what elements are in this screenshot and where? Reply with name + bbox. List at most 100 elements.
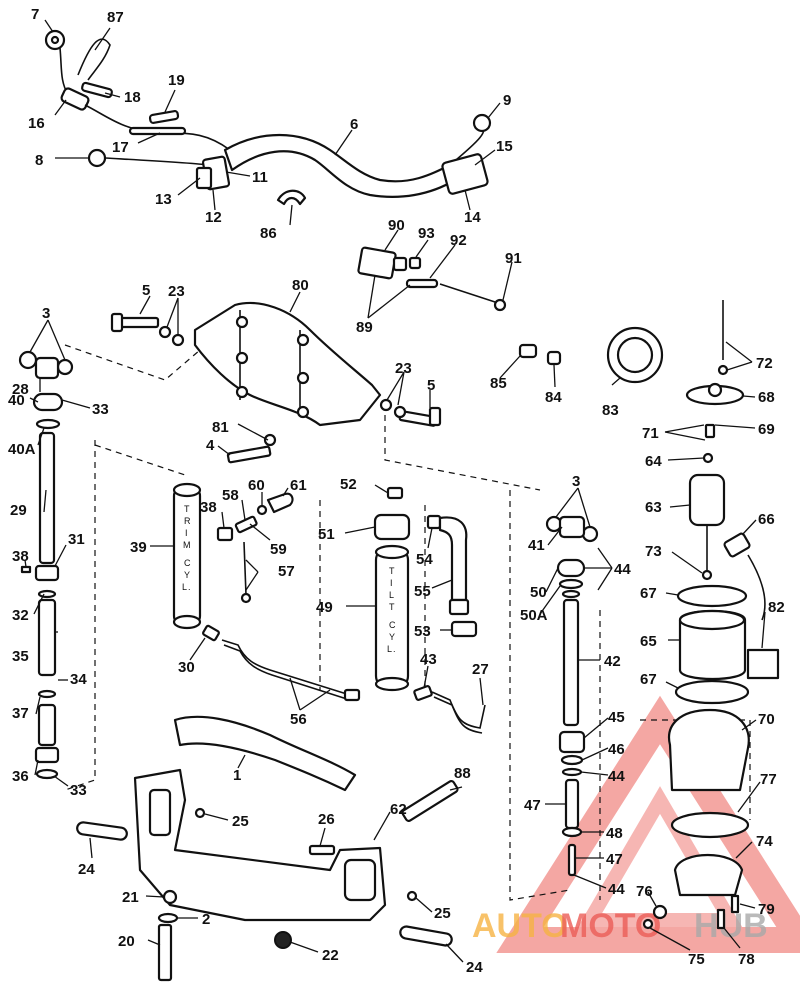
pin-93: [408, 256, 422, 270]
wire-57: [243, 541, 247, 596]
armature-63: [688, 473, 726, 527]
callout-37: 37: [12, 705, 29, 722]
seal-50: [556, 558, 586, 578]
callout-3-left: 3: [42, 305, 50, 322]
callout-75: 75: [688, 951, 705, 968]
seal-33-bottom: [35, 768, 59, 780]
tube-35: [37, 598, 57, 677]
washer-46: [560, 754, 584, 766]
callout-71: 71: [642, 425, 659, 442]
pin-47-upper: [564, 778, 580, 830]
callout-88: 88: [454, 765, 471, 782]
cover-70: [667, 708, 750, 792]
callout-53: 53: [414, 623, 431, 640]
callout-47-lower: 47: [606, 851, 623, 868]
leader-lines: [24, 19, 766, 963]
fitting-30: [202, 624, 220, 642]
tilt-label-y: Y: [389, 632, 396, 642]
trim-label-y: Y: [184, 570, 191, 580]
callout-90: 90: [388, 217, 405, 234]
clip-52: [386, 486, 404, 500]
callout-44-bottom: 44: [608, 881, 625, 898]
shaft-42: [562, 598, 580, 727]
callout-44-top: 44: [614, 561, 631, 578]
callout-47-upper: 47: [524, 797, 541, 814]
callout-56: 56: [290, 711, 307, 728]
tilt-label-t: T: [389, 566, 396, 576]
callout-76: 76: [636, 883, 653, 900]
callout-34: 34: [70, 671, 87, 688]
callout-78: 78: [738, 951, 755, 968]
lower-assembly: [76, 715, 459, 982]
oring-60: [256, 504, 268, 516]
screw-79: [730, 894, 740, 914]
callout-65: 65: [640, 633, 657, 650]
trim-motor-group: [518, 300, 780, 930]
tilt-label-l: L: [389, 590, 395, 600]
bolt-5-left: [116, 316, 160, 329]
line-27: [431, 691, 486, 729]
callout-55: 55: [414, 583, 431, 600]
callout-67-top: 67: [640, 585, 657, 602]
callout-5-right: 5: [427, 377, 435, 394]
callout-62: 62: [390, 801, 407, 818]
valve-58: [234, 515, 258, 534]
elbow-53: [450, 620, 478, 638]
wire-loop-87: [77, 38, 111, 81]
callout-39: 39: [130, 539, 147, 556]
callout-51: 51: [318, 526, 335, 543]
washer-81: [263, 433, 277, 447]
bracket-80: [193, 301, 382, 427]
callout-18: 18: [124, 89, 141, 106]
trim-label-r: R: [184, 516, 192, 526]
elbow-61: [266, 492, 294, 514]
callout-9: 9: [503, 92, 511, 109]
bolt-26: [308, 844, 336, 856]
oring-40a: [35, 418, 61, 430]
callout-89: 89: [356, 319, 373, 336]
washer-21: [162, 889, 178, 905]
callout-35: 35: [12, 648, 29, 665]
callout-57: 57: [278, 563, 295, 580]
callout-3-center: 3: [572, 473, 580, 490]
relay-cable-group: [357, 246, 507, 312]
callout-11: 11: [252, 169, 268, 186]
trim-label-l: L.: [182, 582, 192, 592]
tilt-label-i: I: [390, 578, 394, 588]
bolts-and-washers: [110, 312, 442, 464]
callout-68: 68: [758, 389, 775, 406]
callout-33-top: 33: [92, 401, 109, 418]
callout-52: 52: [340, 476, 357, 493]
connector-16: [60, 87, 90, 111]
callout-69: 69: [758, 421, 775, 438]
callout-16: 16: [28, 115, 45, 132]
seal-40: [32, 392, 64, 412]
callout-25-left: 25: [232, 813, 249, 830]
callout-64: 64: [645, 453, 662, 470]
callout-42: 42: [604, 653, 621, 670]
label-82: [746, 648, 780, 680]
tilt-cylinder-49: T I L T C Y L.: [373, 486, 478, 692]
callout-66: 66: [758, 511, 775, 528]
callout-45: 45: [608, 709, 625, 726]
callout-44-middle: 44: [608, 768, 625, 785]
center-pin-stack: [545, 515, 599, 877]
callout-31: 31: [68, 531, 85, 548]
callout-63: 63: [645, 499, 662, 516]
callout-13: 13: [155, 191, 172, 208]
callout-28: 28: [12, 381, 29, 398]
washer-73: [701, 569, 713, 581]
trim-label-c: C: [184, 558, 192, 568]
callout-40a: 40A: [8, 441, 36, 458]
callout-36: 36: [12, 768, 29, 785]
sleeve-19: [148, 110, 180, 124]
sleeve-34: [37, 703, 57, 747]
connector-85: [518, 343, 538, 359]
oring-67-bottom: [674, 679, 750, 705]
bushing-36: [34, 746, 60, 764]
harness-tube-6: [223, 134, 457, 198]
link-1: [173, 715, 357, 792]
callout-26: 26: [318, 811, 335, 828]
callout-27: 27: [472, 661, 489, 678]
